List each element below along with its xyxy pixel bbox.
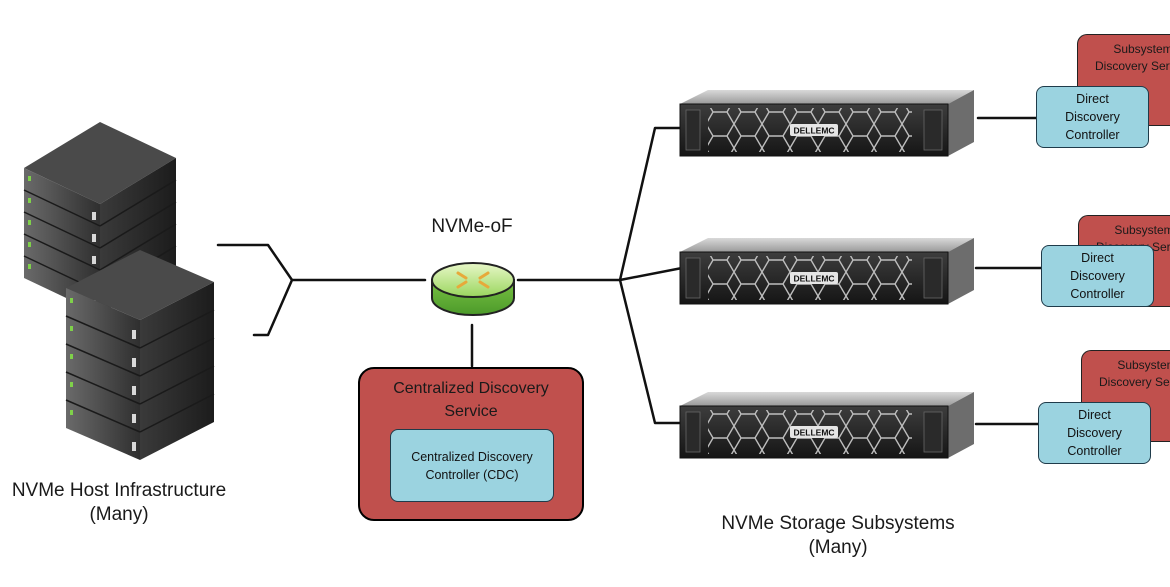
router-icon [431, 262, 515, 316]
storage-array-3 [679, 391, 975, 459]
subsystem-discovery-service-label: Subsystem Discovery Service [1098, 358, 1170, 389]
storage-array-1 [679, 89, 975, 157]
fan-line-top [618, 126, 682, 282]
storage-subsystems-label: NVMe Storage Subsystems (Many) [688, 512, 988, 560]
ddc-label: Direct Discovery Controller [1070, 251, 1125, 301]
cds-title: Centralized Discovery Service [393, 380, 549, 420]
storage-label-line2: (Many) [808, 537, 868, 558]
ddc-label: Direct Discovery Controller [1067, 408, 1122, 458]
subsystem-discovery-service-label: Subsystem Discovery Service [1094, 42, 1170, 73]
fan-line-middle [618, 266, 684, 282]
fan-line-bottom [618, 278, 682, 425]
storage-label-line1: NVMe Storage Subsystems [721, 513, 955, 534]
ddc-label: Direct Discovery Controller [1065, 92, 1120, 142]
fabric-label: NVMe-oF [431, 216, 513, 237]
host-infrastructure-label: NVMe Host Infrastructure (Many) [0, 479, 250, 527]
direct-discovery-controller-2: Direct Discovery Controller [1041, 245, 1154, 307]
direct-discovery-controller-1: Direct Discovery Controller [1036, 86, 1149, 148]
centralized-discovery-service-box: Centralized Discovery Service Centralize… [358, 367, 584, 521]
centralized-discovery-controller-box: Centralized Discovery Controller (CDC) [390, 429, 554, 502]
host-bracket-line [216, 243, 294, 337]
direct-discovery-controller-3: Direct Discovery Controller [1038, 402, 1151, 464]
server-rack-icon [23, 122, 215, 460]
storage-array-2 [679, 237, 975, 305]
host-label-line2: (Many) [89, 504, 149, 525]
host-label-line1: NVMe Host Infrastructure [11, 480, 227, 501]
cdc-label: Centralized Discovery Controller (CDC) [411, 449, 533, 482]
